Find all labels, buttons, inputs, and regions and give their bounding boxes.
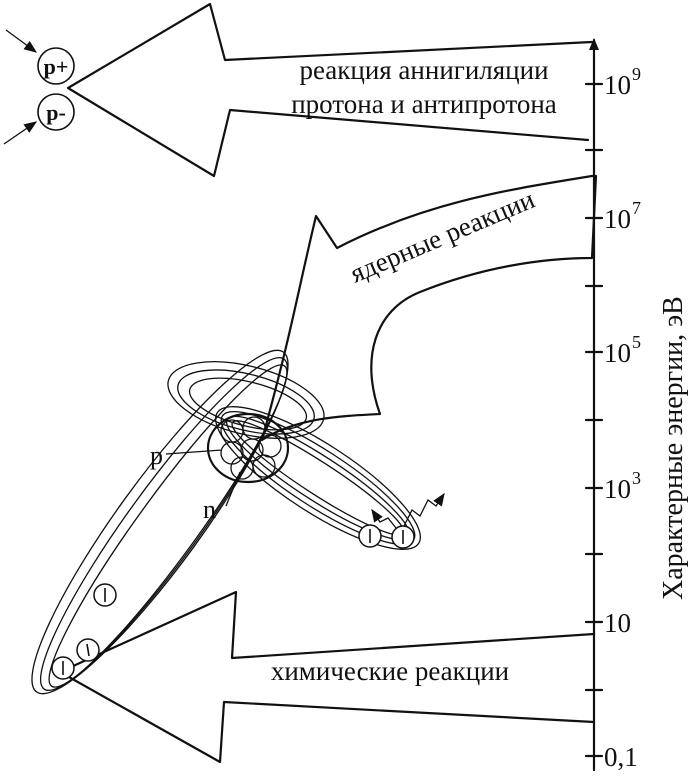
incoming-arrow-antiproton <box>3 121 38 145</box>
tick-exponent: 3 <box>632 468 641 488</box>
tick-label: 10 <box>604 70 631 100</box>
tick-exponent: 9 <box>632 64 641 84</box>
chemical-label: химические реакции <box>271 656 509 686</box>
tick-label: 0,1 <box>604 742 638 772</box>
tick-exponent: 7 <box>632 198 641 218</box>
antiproton-label: p- <box>46 100 66 125</box>
energy-axis <box>584 38 604 772</box>
axis-label: Характерные энергии, эВ <box>658 296 689 600</box>
tick-exponent: 5 <box>632 332 641 352</box>
tick-label: 10 <box>604 338 631 368</box>
incoming-arrow-proton <box>5 29 38 53</box>
nucleon-proton-label: p <box>150 441 163 470</box>
nucleus-outline <box>206 412 290 484</box>
annihilation-label-line1: реакция аннигиляции <box>299 55 548 85</box>
axis-arrowhead <box>589 38 599 50</box>
annihilation-label-line2: протона и антипротона <box>291 89 557 119</box>
proton-circle <box>37 47 75 85</box>
tick-label: 10 <box>604 608 631 638</box>
proton-label: p+ <box>44 54 69 79</box>
nuclear-label: ядерные реакции <box>346 184 539 289</box>
nuclear-arrow <box>260 174 598 442</box>
tick-label: 10 <box>604 474 631 504</box>
antiproton-circle <box>37 93 75 131</box>
nucleon-neutron-label: n <box>203 495 216 524</box>
atom-drawing <box>31 349 445 695</box>
annihilation-arrow <box>66 2 594 178</box>
tick-label: 10 <box>604 204 631 234</box>
